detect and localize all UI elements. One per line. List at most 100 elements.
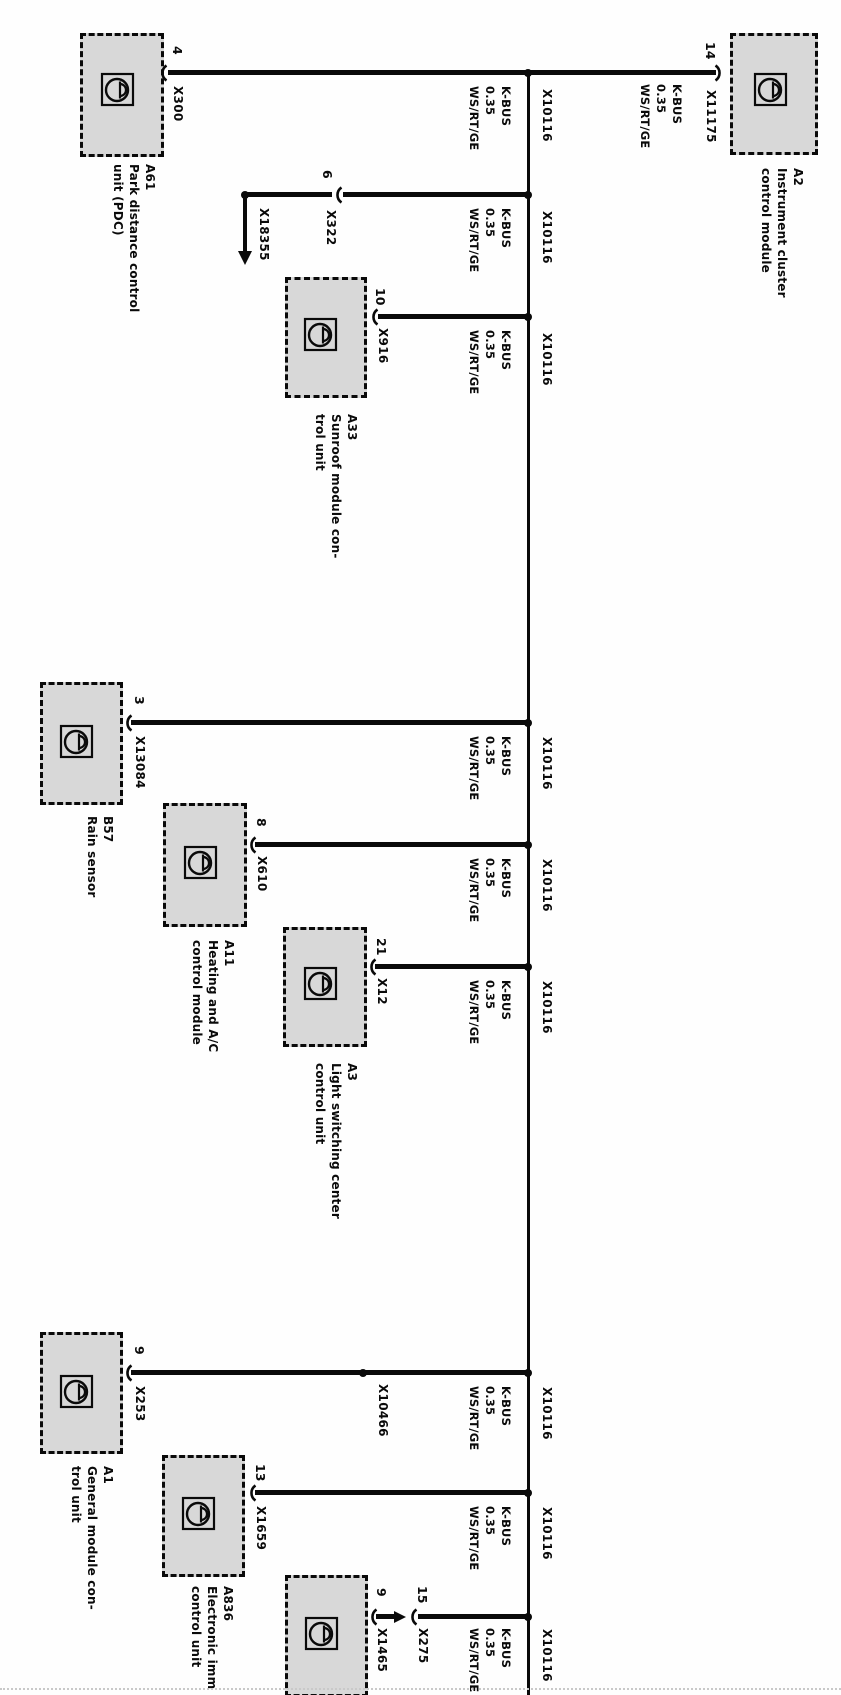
connector-label: X916 [376, 328, 390, 364]
bus-connector-label: X10116 [540, 1387, 554, 1440]
connector-label: X1659 [254, 1506, 268, 1551]
wire-row9-left [376, 1614, 396, 1619]
control-unit-icon [183, 845, 219, 881]
connector-arc-x610 [244, 835, 260, 855]
branch-arrow-head [238, 251, 252, 265]
junction-dot [524, 719, 532, 727]
wire-row5 [255, 842, 530, 847]
pin-label: 9 [132, 1346, 147, 1355]
connector-label: X610 [255, 856, 269, 892]
control-unit-icon [59, 1374, 95, 1410]
bus-connector-label: X10116 [540, 981, 554, 1034]
control-unit-icon [303, 966, 339, 1002]
bus-connector-label: X10116 [540, 333, 554, 386]
control-unit-icon [303, 317, 339, 353]
pin-label: 21 [374, 938, 389, 956]
pin-label: 10 [373, 288, 388, 306]
bus-connector-label: X10116 [540, 1629, 554, 1682]
splice-label: X10466 [376, 1384, 390, 1437]
bus-connector-label: X10116 [540, 737, 554, 790]
wire-row3 [378, 314, 530, 319]
wire-row2-left [245, 192, 332, 197]
connector-label: X11175 [704, 90, 718, 143]
branch-arrow-stem [243, 195, 247, 251]
connector-label: X300 [171, 86, 185, 122]
connector-arc-x13084 [120, 713, 136, 733]
junction-dot [524, 1613, 532, 1621]
component-box-b57 [40, 682, 123, 805]
connector-arc-x253 [120, 1363, 136, 1383]
bus-connector-label: X10116 [540, 211, 554, 264]
inline-arrow-head [394, 1611, 406, 1623]
bus-connector-label: X10116 [540, 1507, 554, 1560]
bus-connector-label: X10116 [540, 89, 554, 142]
wire-row9-right [418, 1614, 530, 1619]
junction-dot [524, 313, 532, 321]
junction-dot [524, 963, 532, 971]
pin-label: 14 [703, 42, 718, 60]
connector-label: X275 [416, 1628, 430, 1664]
pin-label: 15 [415, 1586, 430, 1604]
component-box-a33 [285, 277, 367, 398]
connector-label: X253 [133, 1386, 147, 1422]
splice-dot-x10466 [359, 1369, 367, 1377]
pin-label: 4 [170, 46, 185, 55]
connector-arc-x300 [155, 63, 171, 83]
junction-dot [524, 841, 532, 849]
junction-dot [524, 69, 532, 77]
wire-row7 [131, 1370, 530, 1375]
connector-label: X12 [375, 978, 389, 1005]
component-box-a3 [283, 927, 367, 1047]
junction-dot [524, 191, 532, 199]
connector-arc-x1465 [365, 1607, 381, 1627]
control-unit-icon [181, 1496, 217, 1532]
junction-dot [524, 1369, 532, 1377]
control-unit-icon [304, 1616, 340, 1652]
pin-label: 8 [254, 818, 269, 827]
component-box-a11 [163, 803, 247, 927]
connector-arc-x12 [364, 957, 380, 977]
wire-row2-right [343, 192, 530, 197]
wire-row4 [131, 720, 530, 725]
page-edge-line [0, 1688, 841, 1690]
junction-dot [524, 1489, 532, 1497]
wire-row6 [375, 964, 530, 969]
connector-label: X13084 [133, 736, 147, 789]
pin-label: 3 [132, 696, 147, 705]
connector-arc-x11175 [711, 63, 727, 83]
component-box-a1 [40, 1332, 123, 1454]
pin-label: 6 [320, 170, 335, 179]
connector-arc-x916 [366, 307, 382, 327]
control-unit-icon [753, 72, 789, 108]
component-box-a2 [730, 33, 818, 155]
connector-label: X322 [324, 210, 338, 246]
control-unit-icon [100, 72, 136, 108]
sensor-icon [59, 724, 95, 760]
k-bus-line [527, 71, 530, 1695]
component-box-bottom [285, 1575, 368, 1695]
wire-row1 [168, 70, 716, 75]
pin-label: 13 [253, 1464, 268, 1482]
branch-target-label: X18355 [257, 208, 271, 261]
bus-connector-label: X10116 [540, 859, 554, 912]
connector-arc-x275 [405, 1607, 421, 1627]
